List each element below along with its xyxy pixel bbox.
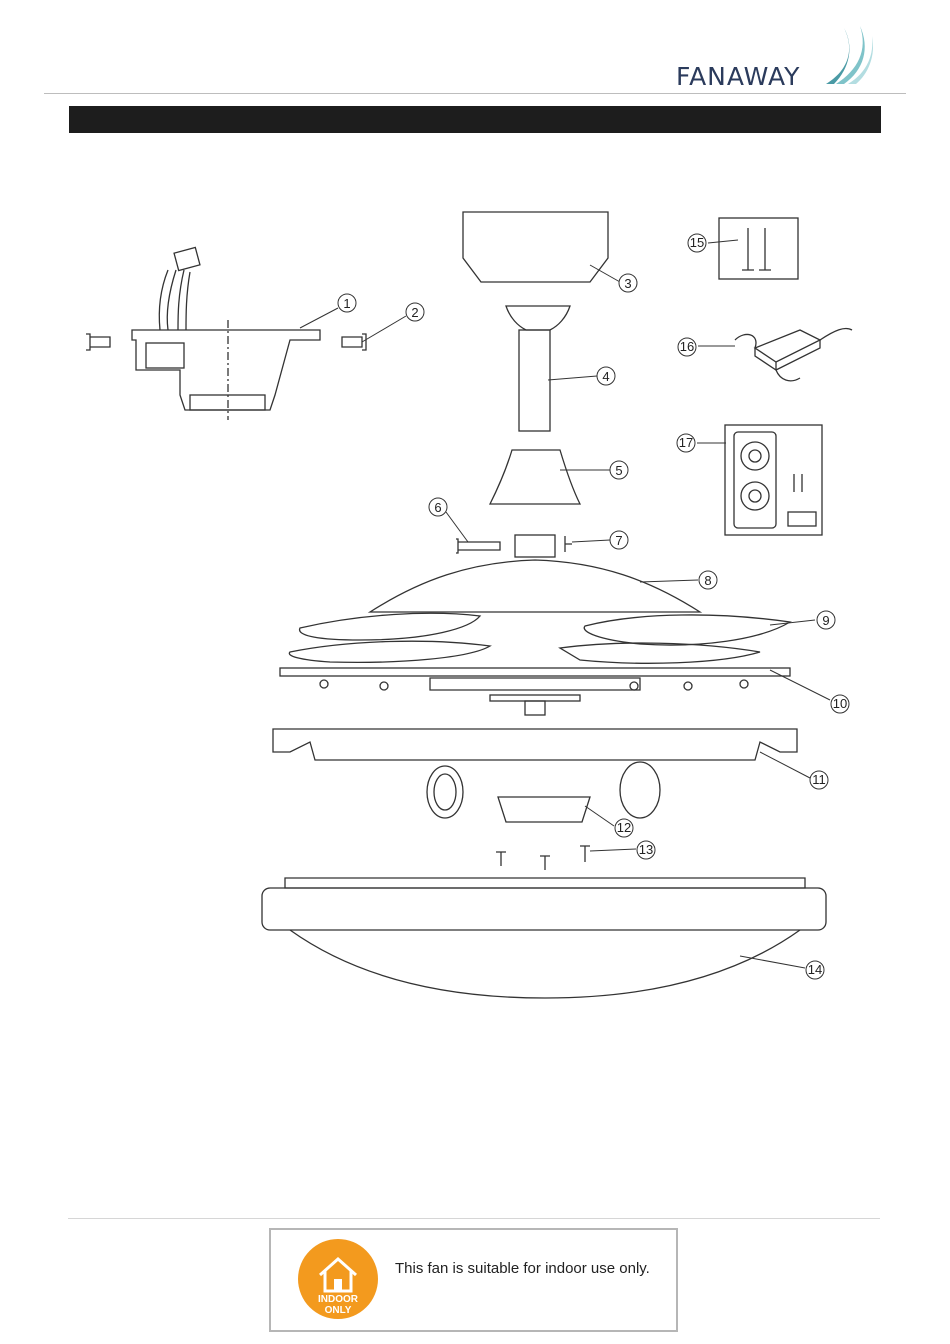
downrod (506, 306, 570, 431)
footer-divider (68, 1218, 880, 1219)
svg-text:16: 16 (680, 339, 694, 354)
svg-text:13: 13 (639, 842, 653, 857)
brand-logo: FANAWAY (676, 22, 876, 90)
svg-text:INDOOR: INDOOR (318, 1294, 359, 1305)
svg-text:10: 10 (833, 696, 847, 711)
blade-mount-plate (280, 668, 790, 715)
light-housing (273, 729, 797, 760)
callout-4: 4 (597, 367, 615, 385)
callout-11: 11 (810, 771, 828, 789)
svg-text:ONLY: ONLY (325, 1305, 352, 1316)
callout-12: 12 (615, 819, 633, 837)
svg-text:6: 6 (434, 500, 441, 515)
section-title-bar (69, 106, 881, 133)
svg-text:14: 14 (808, 962, 822, 977)
svg-text:1: 1 (343, 296, 350, 311)
callout-3: 3 (619, 274, 637, 292)
mounting-screws-box (719, 218, 798, 279)
fan-blades (289, 613, 790, 663)
header-divider (44, 93, 906, 94)
callout-9: 9 (817, 611, 835, 629)
callout-labels: 1 2 3 4 5 6 7 8 9 10 11 12 13 14 15 16 1… (338, 234, 849, 979)
svg-text:9: 9 (822, 613, 829, 628)
screws (496, 846, 590, 870)
callout-14: 14 (806, 961, 824, 979)
svg-text:11: 11 (812, 772, 826, 787)
collar-cover (490, 450, 580, 504)
brand-name: FANAWAY (676, 62, 800, 91)
clip (565, 536, 572, 552)
svg-text:7: 7 (615, 533, 622, 548)
svg-text:5: 5 (615, 463, 622, 478)
indoor-only-badge-icon: INDOOR ONLY (298, 1239, 378, 1319)
callout-10: 10 (831, 695, 849, 713)
callout-1: 1 (338, 294, 356, 312)
motor-housing (370, 560, 700, 612)
svg-text:3: 3 (624, 276, 631, 291)
callout-8: 8 (699, 571, 717, 589)
glass-cover (262, 878, 826, 998)
callout-13: 13 (637, 841, 655, 859)
callout-16: 16 (678, 338, 696, 356)
hanger-pin (456, 539, 500, 553)
motor-shaft (515, 535, 555, 557)
svg-text:2: 2 (411, 305, 418, 320)
callout-17: 17 (677, 434, 695, 452)
callout-5: 5 (610, 461, 628, 479)
svg-text:12: 12 (617, 820, 631, 835)
canopy (463, 212, 608, 282)
callout-6: 6 (429, 498, 447, 516)
lamp-holders (427, 762, 660, 822)
svg-text:15: 15 (690, 235, 704, 250)
svg-text:4: 4 (602, 369, 609, 384)
callout-7: 7 (610, 531, 628, 549)
svg-text:8: 8 (704, 573, 711, 588)
exploded-parts-diagram: 1 2 3 4 5 6 7 8 9 10 11 12 13 14 15 16 1… (0, 150, 950, 1050)
callout-15: 15 (688, 234, 706, 252)
svg-text:17: 17 (679, 435, 693, 450)
indoor-use-notice: INDOOR ONLY This fan is suitable for ind… (269, 1228, 678, 1332)
indoor-notice-text: This fan is suitable for indoor use only… (395, 1260, 650, 1277)
mounting-bracket (86, 247, 366, 420)
callout-2: 2 (406, 303, 424, 321)
remote-control-box (725, 425, 822, 535)
receiver-unit (735, 328, 852, 380)
